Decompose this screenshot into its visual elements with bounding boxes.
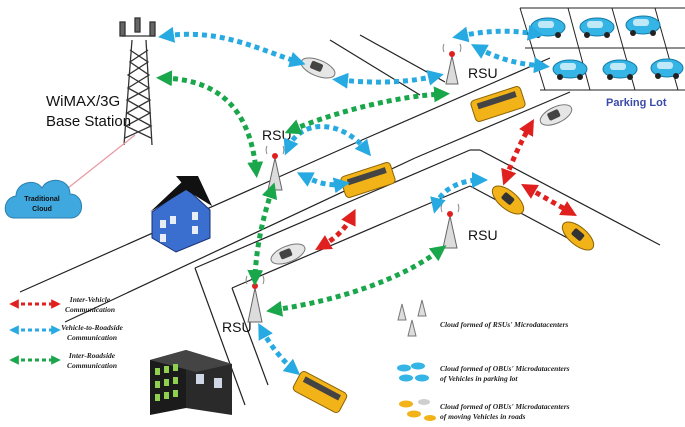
legend-moving-vehicles-icon <box>399 399 436 421</box>
parking-lot-label: Parking Lot <box>606 97 667 109</box>
legend-clouds: Cloud formed of RSUs' Microdatacenters C… <box>397 299 570 421</box>
bus-icon <box>470 86 526 122</box>
legend-inter-vehicle-line1: Inter-Vehicle <box>69 295 111 304</box>
r2r-arrows <box>156 70 450 317</box>
cloud-icon <box>4 179 82 219</box>
parked-car-icon <box>650 58 684 79</box>
parked-car-icon <box>602 59 638 80</box>
base-station-label-line2: Base Station <box>46 113 131 130</box>
parking-lot: Parking Lot <box>519 7 685 109</box>
legend-r2r-line2: Communication <box>67 361 117 370</box>
legend-moving-cloud-line1: Cloud formed of OBUs' Microdatacenters <box>440 402 570 411</box>
legend-v2r-line2: Communication <box>67 333 117 342</box>
rsu-label: RSU <box>468 227 498 243</box>
legend-rsu-icon <box>397 299 427 337</box>
cloud-label-line1: Traditional <box>24 196 59 203</box>
rsu-antenna-icon <box>265 145 285 191</box>
legend-parked-cloud-line1: Cloud formed of OBUs' Microdatacenters <box>440 364 570 373</box>
rsu-label: RSU <box>222 319 252 335</box>
legend-inter-vehicle-line2: Communication <box>65 305 115 314</box>
rsu-antenna-icon <box>440 203 460 249</box>
legend-parked-cloud-line2: of Vehicles in parking lot <box>440 374 518 383</box>
rsu-antenna-icon <box>245 275 265 323</box>
rsu-antenna-icon <box>442 43 462 85</box>
rsu-label: RSU <box>468 65 498 81</box>
parked-car-icon <box>625 15 661 36</box>
base-station-tower-icon <box>119 17 156 146</box>
building-icon <box>150 350 232 415</box>
legend-v2r-line1: Vehicle-to-Roadside <box>61 323 123 332</box>
v2v-arrows <box>315 119 577 250</box>
parked-car-icon <box>552 59 588 80</box>
legend-moving-cloud-line2: of moving Vehicles in roads <box>440 412 526 421</box>
legend-rsu-cloud-line1: Cloud formed of RSUs' Microdatacenters <box>440 320 568 329</box>
cloud-label-line2: Cloud <box>32 206 52 213</box>
cloud-link <box>67 134 136 189</box>
car-icon <box>561 221 595 251</box>
car-icon <box>539 104 573 126</box>
base-station-label-line1: WiMAX/3G <box>46 93 120 110</box>
legend-arrows: Inter-Vehicle Communication Vehicle-to-R… <box>9 295 123 370</box>
bus-icon <box>292 370 348 414</box>
v2r-arrows <box>158 24 550 376</box>
parked-car-icon <box>530 17 566 38</box>
bus-icon <box>340 162 396 198</box>
parked-car-icon <box>579 17 615 38</box>
legend-parked-cars-icon <box>397 362 429 382</box>
rsu-label: RSU <box>262 127 292 143</box>
house-icon <box>150 176 212 253</box>
car-icon <box>300 57 336 79</box>
legend-r2r-line1: Inter-Roadside <box>68 351 116 360</box>
